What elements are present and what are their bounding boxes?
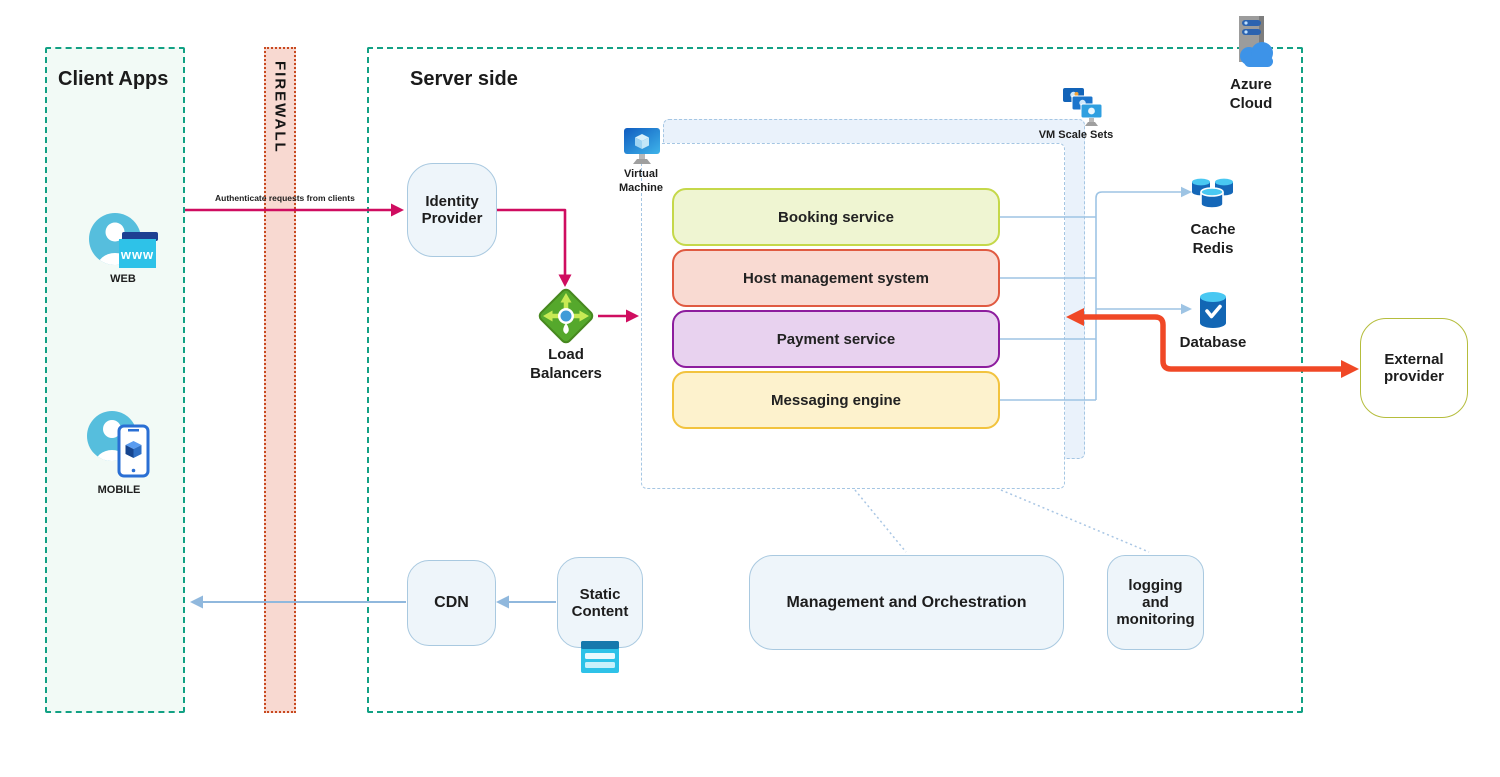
mobile-label: MOBILE [97,484,141,496]
client-apps-title: Client Apps [58,68,169,90]
firewall-label: FIREWALL [271,61,289,154]
client-apps-region [45,47,185,713]
host-management-label: Host management system [743,269,929,287]
external-provider-node: External provider [1360,318,1468,418]
server-side-title: Server side [410,68,518,90]
azure-cloud-icon [1239,16,1273,67]
vm-scale-sets-label: VM Scale Sets [1038,129,1114,141]
cdn-node: CDN [407,560,496,646]
web-label: WEB [110,273,136,285]
management-orchestration-node: Management and Orchestration [749,555,1064,650]
identity-provider-node: Identity Provider [407,163,497,257]
booking-service-node: Booking service [672,188,1000,246]
payment-service-node: Payment service [672,310,1000,368]
vm-scale-sets-icon [1063,88,1103,126]
static-content-node: Static Content [557,557,643,648]
static-content-icon [581,641,619,673]
server-side-region [367,47,1303,713]
identity-provider-label: Identity Provider [421,193,483,227]
virtual-machine-label: Virtual Machine [618,168,663,194]
cdn-label: CDN [434,594,469,611]
static-content-label: Static Content [571,585,629,620]
external-provider-label: External provider [1383,351,1444,385]
svg-text:www: www [120,247,154,262]
azure-cloud-label: Azure Cloud [1229,76,1273,112]
database-label: Database [1179,334,1247,351]
booking-service-label: Booking service [778,208,894,226]
arrow-to-client-apps [190,595,203,609]
messaging-engine-node: Messaging engine [672,371,1000,429]
load-balancers-label: Load Balancers [530,346,602,382]
database-icon [1200,292,1226,328]
host-management-node: Host management system [672,249,1000,307]
arrow-to-external-provider [1341,360,1359,378]
cache-redis-label: Cache Redis [1190,221,1236,257]
virtual-machine-icon [624,128,660,164]
mobile-user-icon [87,411,150,478]
management-orchestration-label: Management and Orchestration [786,593,1027,611]
logging-monitoring-label: logging and monitoring [1116,577,1195,628]
firewall-strip: FIREWALL [264,47,296,713]
cache-redis-icon [1192,178,1233,209]
messaging-engine-label: Messaging engine [770,391,902,409]
payment-service-label: Payment service [776,330,896,348]
logging-monitoring-node: logging and monitoring [1107,555,1204,650]
web-user-icon: www [89,213,158,268]
authenticate-edge-label: Authenticate requests from clients [215,193,355,203]
load-balancer-icon [538,288,594,344]
